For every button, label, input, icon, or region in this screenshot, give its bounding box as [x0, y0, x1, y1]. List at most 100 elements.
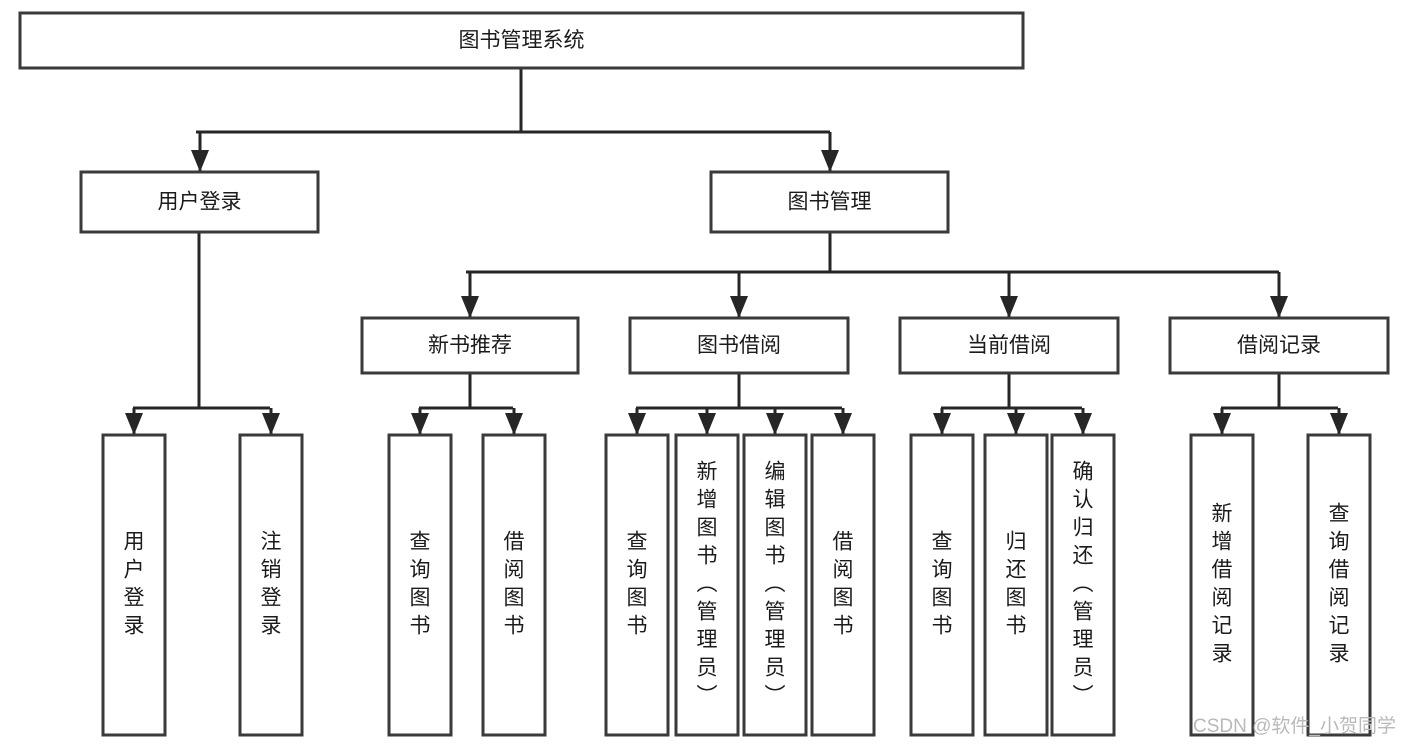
node-box-leaf-return-book-cb[interactable] [983, 433, 1049, 737]
node-label-leaf-borrow-book-rec-char-1: 阅 [504, 559, 525, 582]
node-label-leaf-query-record-br-char-3: 阅 [1329, 587, 1350, 610]
node-label-leaf-user-login-char-1: 户 [124, 559, 145, 582]
node-book-borrow[interactable]: 图书借阅 [628, 316, 850, 375]
node-label-leaf-borrow-book-rec-char-3: 书 [504, 615, 525, 638]
arrow-head-icon-leaf-user-logout [262, 413, 280, 435]
node-label-leaf-edit-book-bb-char-1: 辑 [765, 489, 786, 512]
node-label-user-login: 用户登录 [158, 191, 242, 214]
node-label-leaf-confirm-return-cb-char-3: 还 [1073, 545, 1094, 568]
node-box-leaf-add-record-br[interactable] [1189, 433, 1255, 737]
nodes-layer: 图书管理系统用户登录图书管理新书推荐图书借阅当前借阅借阅记录用户登录注销登录查询… [18, 11, 1390, 737]
arrow-head-icon-new-book-rec [461, 296, 479, 318]
node-label-leaf-add-record-br-char-0: 新 [1212, 503, 1233, 526]
node-label-leaf-query-record-br-char-5: 录 [1329, 643, 1350, 666]
node-label-leaf-add-book-bb-char-4: ︵ [697, 573, 718, 596]
arrow-head-icon-leaf-query-book-rec [411, 413, 429, 435]
node-box-leaf-borrow-book-rec[interactable] [481, 433, 547, 737]
node-label-leaf-confirm-return-cb-char-8: ︶ [1073, 685, 1094, 708]
node-label-borrow-record: 借阅记录 [1237, 334, 1321, 357]
watermark-label: CSDN @软件_小贺同学 [1193, 715, 1396, 737]
node-current-borrow[interactable]: 当前借阅 [898, 316, 1120, 375]
arrow-head-icon-leaf-query-book-bb [628, 413, 646, 435]
node-box-leaf-confirm-return-cb[interactable] [1050, 433, 1116, 737]
node-box-leaf-add-book-bb[interactable] [674, 433, 740, 737]
node-label-leaf-borrow-book-rec-char-0: 借 [504, 531, 525, 554]
node-box-book-manage[interactable] [709, 170, 950, 234]
node-box-user-login[interactable] [79, 170, 320, 234]
node-label-current-borrow: 当前借阅 [967, 334, 1051, 357]
node-borrow-record[interactable]: 借阅记录 [1168, 316, 1390, 375]
node-label-leaf-query-book-bb-char-2: 图 [627, 587, 648, 610]
node-new-book-rec[interactable]: 新书推荐 [360, 316, 580, 375]
node-root[interactable]: 图书管理系统 [18, 11, 1025, 70]
node-label-leaf-query-book-rec-char-2: 图 [410, 587, 431, 610]
node-leaf-user-login[interactable]: 用户登录 [101, 433, 167, 737]
node-label-book-manage: 图书管理 [788, 191, 872, 214]
node-label-leaf-edit-book-bb-char-5: 管 [765, 601, 786, 624]
node-box-root[interactable] [18, 11, 1025, 70]
node-user-login[interactable]: 用户登录 [79, 170, 320, 234]
node-label-leaf-query-book-rec-char-1: 询 [410, 559, 431, 582]
node-label-leaf-add-book-bb-char-6: 理 [697, 629, 718, 652]
node-box-new-book-rec[interactable] [360, 316, 580, 375]
node-label-leaf-add-book-bb-char-1: 增 [697, 489, 718, 512]
node-label-leaf-edit-book-bb-char-7: 员 [765, 657, 786, 680]
node-label-leaf-add-record-br-char-5: 录 [1212, 643, 1233, 666]
node-label-leaf-query-record-br-char-2: 借 [1329, 559, 1350, 582]
node-label-leaf-return-book-cb-char-2: 图 [1006, 587, 1027, 610]
node-box-borrow-record[interactable] [1168, 316, 1390, 375]
node-box-current-borrow[interactable] [898, 316, 1120, 375]
node-label-leaf-edit-book-bb-char-4: ︵ [765, 573, 786, 596]
node-label-leaf-edit-book-bb-char-6: 理 [765, 629, 786, 652]
node-box-leaf-user-login[interactable] [101, 433, 167, 737]
node-label-leaf-query-book-cb-char-2: 图 [932, 587, 953, 610]
node-label-leaf-confirm-return-cb-char-6: 理 [1073, 629, 1094, 652]
arrow-head-icon-current-borrow [1000, 296, 1018, 318]
node-label-leaf-confirm-return-cb-char-7: 员 [1073, 657, 1094, 680]
node-label-leaf-user-logout-char-2: 登 [261, 587, 282, 610]
node-label-leaf-edit-book-bb-char-8: ︶ [765, 685, 786, 708]
node-book-manage[interactable]: 图书管理 [709, 170, 950, 234]
node-box-leaf-query-book-bb[interactable] [604, 433, 670, 737]
node-label-leaf-add-book-bb-char-7: 员 [697, 657, 718, 680]
node-label-leaf-add-book-bb-char-3: 书 [697, 545, 718, 568]
node-box-leaf-query-book-cb[interactable] [909, 433, 975, 737]
node-label-leaf-user-logout-char-1: 销 [261, 559, 282, 582]
node-label-leaf-confirm-return-cb-char-0: 确 [1073, 461, 1094, 484]
node-box-leaf-user-logout[interactable] [238, 433, 304, 737]
node-label-leaf-query-book-cb-char-3: 书 [932, 615, 953, 638]
node-label-leaf-add-record-br-char-4: 记 [1212, 615, 1233, 638]
node-box-leaf-borrow-book-bb[interactable] [810, 433, 876, 737]
node-label-leaf-user-logout-char-0: 注 [261, 531, 282, 554]
node-label-leaf-query-book-rec-char-3: 书 [410, 615, 431, 638]
node-box-book-borrow[interactable] [628, 316, 850, 375]
node-box-leaf-query-book-rec[interactable] [387, 433, 453, 737]
arrow-head-icon-leaf-borrow-book-rec [505, 413, 523, 435]
arrow-head-icon-leaf-query-record-br [1330, 413, 1348, 435]
node-label-leaf-query-record-br-char-4: 记 [1329, 615, 1350, 638]
arrow-head-icon-book-borrow [730, 296, 748, 318]
node-label-leaf-query-record-br-char-0: 查 [1329, 503, 1350, 526]
node-label-leaf-return-book-cb-char-1: 还 [1006, 559, 1027, 582]
node-label-leaf-add-record-br-char-3: 阅 [1212, 587, 1233, 610]
node-box-leaf-query-record-br[interactable] [1306, 433, 1372, 737]
node-label-leaf-edit-book-bb-char-0: 编 [765, 461, 786, 484]
node-label-leaf-query-record-br-char-1: 询 [1329, 531, 1350, 554]
node-label-leaf-confirm-return-cb-char-2: 归 [1073, 517, 1094, 540]
node-label-leaf-add-book-bb-char-0: 新 [697, 461, 718, 484]
node-box-leaf-edit-book-bb[interactable] [742, 433, 808, 737]
node-label-leaf-user-login-char-0: 用 [124, 531, 145, 554]
node-label-leaf-confirm-return-cb-char-4: ︵ [1073, 573, 1094, 596]
